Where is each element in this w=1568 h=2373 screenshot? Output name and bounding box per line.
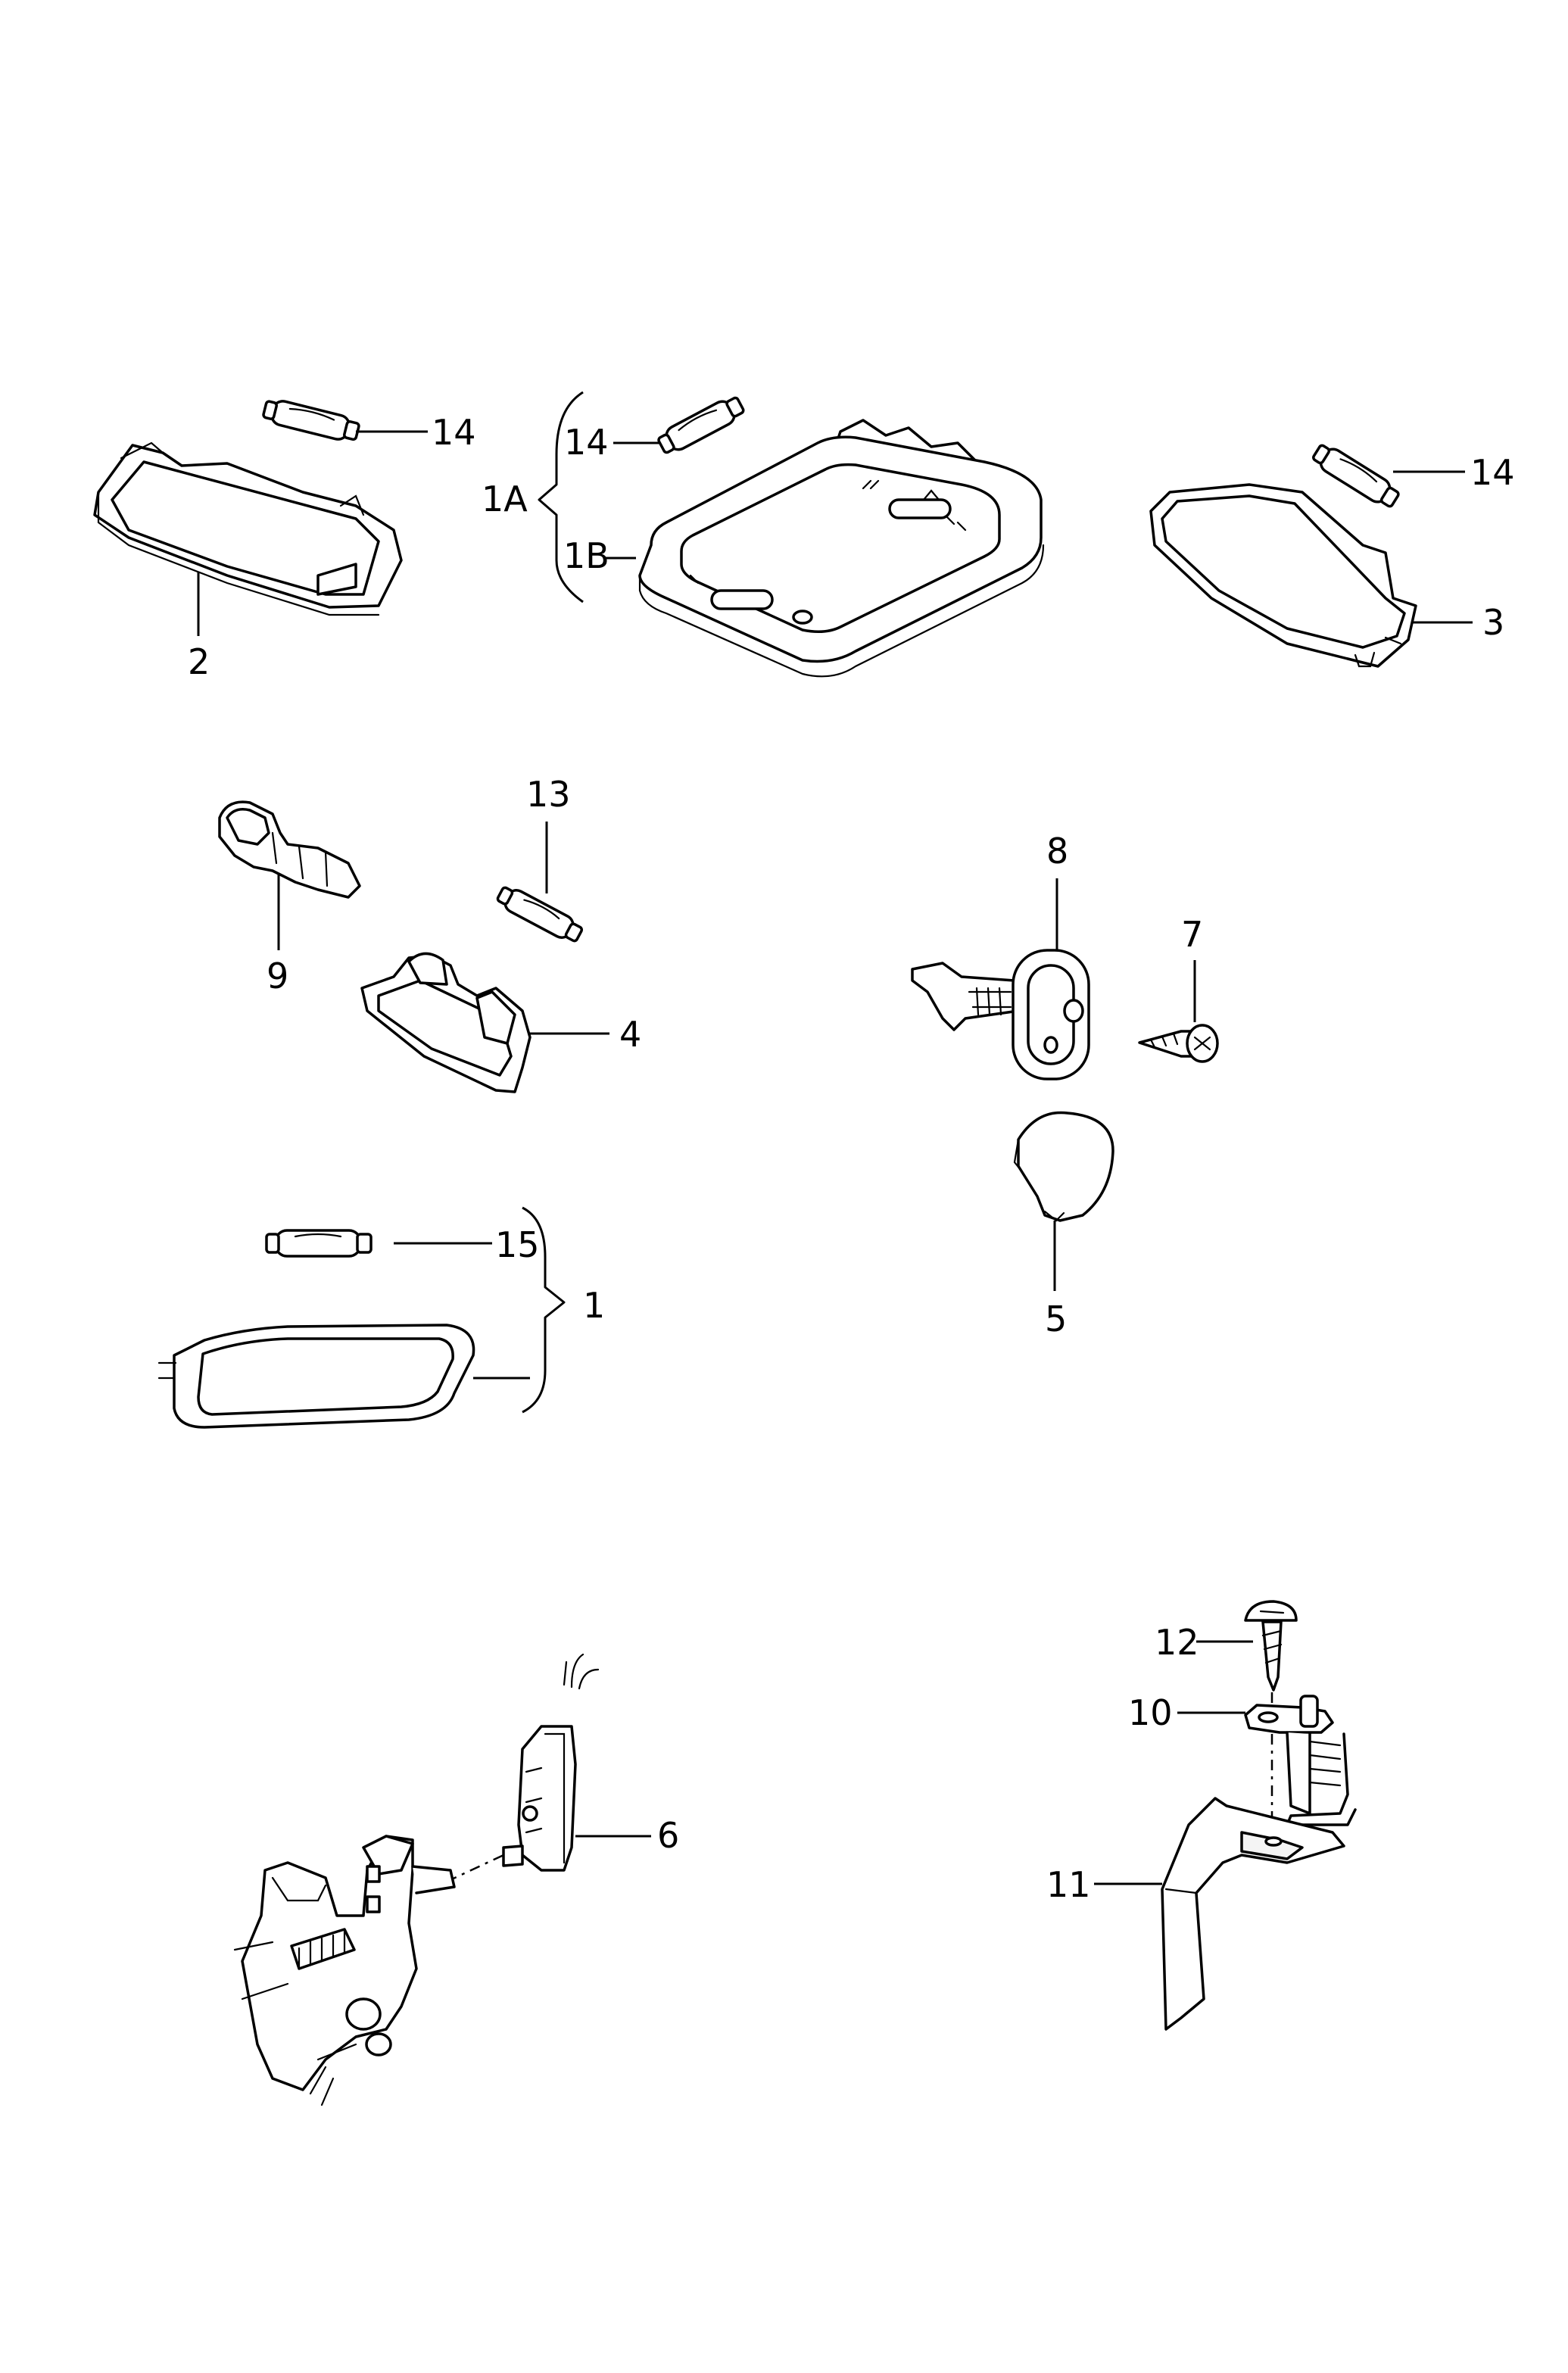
- part-4-lamp: [360, 952, 531, 1093]
- part-6-contact-switch: [502, 1653, 600, 1872]
- callout-11: 11: [1046, 1864, 1091, 1905]
- door-lock-assembly: [233, 1835, 456, 2106]
- dashed-axis-6: [446, 1854, 504, 1883]
- part-11-bracket: [1161, 1797, 1345, 2031]
- callout-14-center: 14: [564, 422, 609, 463]
- callout-13: 13: [526, 774, 571, 815]
- callout-3: 3: [1482, 602, 1504, 643]
- callout-1a: 1A: [482, 479, 528, 519]
- part-8-switch-housing: [911, 949, 1090, 1080]
- brace-1-lamp: [522, 1206, 566, 1414]
- part-3-interior-lamp: [1149, 483, 1417, 668]
- part-7-screw: [1138, 1024, 1219, 1063]
- part-10-bracket: [1244, 1695, 1357, 1826]
- callout-12: 12: [1155, 1622, 1199, 1663]
- bulb-14-left: [262, 400, 360, 441]
- bulb-14-center: [657, 396, 745, 454]
- part-5-cover: [1013, 1111, 1114, 1222]
- callout-7: 7: [1181, 914, 1203, 955]
- callout-6: 6: [657, 1815, 679, 1856]
- bulb-14-right: [1312, 444, 1400, 508]
- part-9-bulb-socket: [218, 800, 361, 899]
- brace-1: [538, 391, 584, 603]
- part-1-overhead-console: [638, 419, 1045, 678]
- callout-14-right: 14: [1470, 452, 1515, 493]
- callout-8: 8: [1046, 831, 1068, 872]
- part-2-interior-lamp: [93, 441, 403, 616]
- callout-9: 9: [267, 956, 288, 996]
- callout-10: 10: [1128, 1692, 1173, 1733]
- callout-4: 4: [619, 1014, 641, 1055]
- part-1-lamp: [157, 1324, 475, 1429]
- bulb-13: [496, 886, 584, 943]
- bulb-15: [265, 1229, 373, 1258]
- callout-1: 1: [583, 1285, 605, 1326]
- callout-2: 2: [188, 641, 210, 682]
- part-12-screw: [1244, 1600, 1298, 1692]
- callout-15: 15: [495, 1224, 540, 1265]
- callout-5: 5: [1045, 1299, 1067, 1339]
- callout-14-left: 14: [432, 412, 476, 453]
- callout-1b: 1B: [563, 535, 609, 576]
